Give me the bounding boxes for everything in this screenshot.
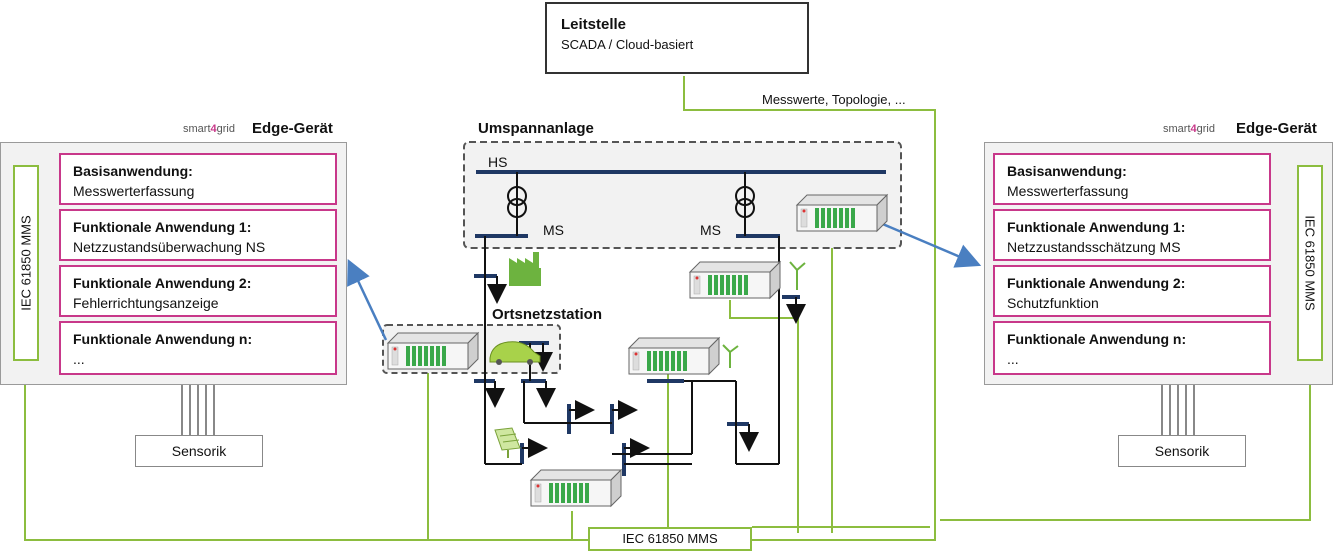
control-center-title: Leitstelle [561,16,627,33]
right-edge-title: Edge-Gerät [1236,120,1317,137]
electric-car-icon [489,341,541,365]
device-substation [796,194,888,232]
left-app-base: Basisanwendung:Messwerterfassung [59,153,337,205]
left-app-1: Funktionale Anwendung 1:Netzzustandsüber… [59,209,337,261]
local-station-title: Ortsnetzstation [492,306,603,323]
right-app-n: Funktionale Anwendung n:... [993,321,1271,375]
left-sensor-box: Sensorik [135,435,263,467]
wind-turbine-icon [789,261,806,290]
left-app-n: Funktionale Anwendung n:... [59,321,337,375]
right-edge-device: Basisanwendung:Messwerterfassung Funktio… [984,142,1333,385]
right-iec-bar: IEC 61850 MMS [1297,165,1323,361]
left-edge-title: Edge-Gerät [252,120,333,137]
control-center-box: Leitstelle SCADA / Cloud-basiert [545,2,809,74]
left-edge-device: IEC 61850 MMS Basisanwendung:Messwerterf… [0,142,347,385]
hs-label: HS [488,154,508,170]
left-iec-bar: IEC 61850 MMS [13,165,39,361]
solar-panel-icon [494,427,521,458]
substation-title: Umspannanlage [478,120,594,137]
right-app-2: Funktionale Anwendung 2:Schutzfunktion [993,265,1271,317]
right-sensor-box: Sensorik [1118,435,1246,467]
mms-bus-label: IEC 61850 MMS [588,527,752,551]
device-feeder [689,261,781,299]
transformers [507,186,755,218]
right-brand-logo: smart4grid [1163,123,1215,135]
right-iec-label: IEC 61850 MMS [1302,215,1318,311]
left-iec-label: IEC 61850 MMS [18,215,34,311]
wind-turbine-icon-2 [722,344,739,368]
left-app-2: Funktionale Anwendung 2:Fehlerrichtungsa… [59,265,337,317]
factory-icon [509,252,541,286]
right-app-base: Basisanwendung:Messwerterfassung [993,153,1271,205]
device-ms-node [628,337,720,375]
load-arrows [485,276,806,458]
device-ns-node [530,469,622,507]
control-center-subtitle: SCADA / Cloud-basiert [561,37,694,52]
ms-label-right: MS [700,222,721,238]
right-app-1: Funktionale Anwendung 1:Netzzustandsschä… [993,209,1271,261]
ms-label-left: MS [543,222,564,238]
data-link-label: Messwerte, Topologie, ... [762,92,906,107]
left-brand-logo: smart4grid [183,123,235,135]
sensor-cables [181,385,1195,435]
device-local-station [387,332,479,370]
